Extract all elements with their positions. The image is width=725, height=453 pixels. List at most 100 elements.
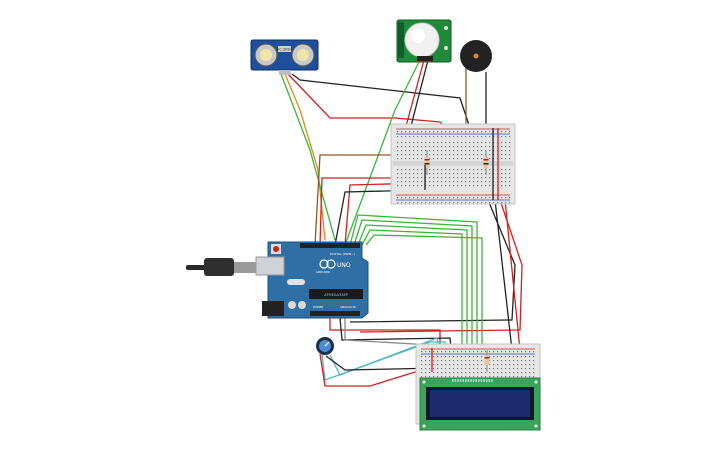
- breadboard-hole: [505, 169, 507, 171]
- breadboard-hole: [485, 372, 487, 374]
- wire-lcd-d5[interactable]: [353, 219, 473, 380]
- breadboard-hole: [453, 368, 455, 370]
- breadboard-hole: [481, 142, 483, 144]
- ultrasonic-sensor[interactable]: HC-SR04: [250, 39, 319, 75]
- pir-sensor[interactable]: [396, 19, 452, 63]
- wire-ultrasonic-green[interactable]: [280, 73, 336, 241]
- wire-rail-black[interactable]: [349, 199, 516, 323]
- breadboard-hole: [533, 368, 535, 370]
- breadboard-hole: [529, 368, 531, 370]
- breadboard-hole: [489, 177, 491, 179]
- breadboard-hole: [525, 360, 527, 362]
- breadboard-hole: [521, 351, 523, 353]
- breadboard-hole: [481, 173, 483, 175]
- breadboard-hole: [429, 154, 431, 156]
- breadboard-hole: [437, 169, 439, 171]
- lcd-16x2-display[interactable]: [419, 377, 541, 431]
- breadboard-hole: [429, 356, 431, 358]
- breadboard-hole: [437, 131, 439, 133]
- wire-pir-green[interactable]: [344, 59, 421, 246]
- breadboard-hole: [481, 360, 483, 362]
- breadboard-hole: [425, 131, 427, 133]
- breadboard-top[interactable]: [390, 123, 516, 205]
- breadboard-hole: [529, 372, 531, 374]
- breadboard-hole: [405, 185, 407, 187]
- breadboard-hole: [505, 197, 507, 199]
- breadboard-hole: [441, 356, 443, 358]
- wire-ultrasonic-red[interactable]: [287, 73, 449, 131]
- arduino-uno-board[interactable]: ATMEGA328P UNO ARDUINO DIGITAL (PWM~) PO…: [186, 241, 369, 319]
- breadboard-hole: [473, 202, 475, 204]
- breadboard-hole: [445, 173, 447, 175]
- breadboard-hole: [461, 136, 463, 138]
- wire-lcd-rs[interactable]: [365, 234, 483, 380]
- breadboard-hole: [481, 368, 483, 370]
- breadboard-hole: [505, 158, 507, 160]
- breadboard-hole: [425, 372, 427, 374]
- wire-arduino-gray[interactable]: [344, 318, 433, 346]
- breadboard-hole: [433, 202, 435, 204]
- breadboard-hole: [505, 177, 507, 179]
- breadboard-hole: [489, 202, 491, 204]
- breadboard-hole: [477, 173, 479, 175]
- breadboard-hole: [457, 197, 459, 199]
- breadboard-hole: [477, 177, 479, 179]
- breadboard-hole: [505, 173, 507, 175]
- breadboard-hole: [505, 364, 507, 366]
- breadboard-hole: [437, 185, 439, 187]
- breadboard-hole: [433, 158, 435, 160]
- breadboard-hole: [441, 360, 443, 362]
- breadboard-hole: [413, 181, 415, 183]
- breadboard-hole: [429, 372, 431, 374]
- potentiometer[interactable]: [316, 337, 334, 355]
- breadboard-hole: [453, 181, 455, 183]
- breadboard-hole: [469, 181, 471, 183]
- wire-lcd-d4[interactable]: [349, 214, 478, 380]
- piezo-buzzer[interactable]: [460, 40, 492, 72]
- breadboard-hole: [477, 351, 479, 353]
- breadboard-hole: [437, 360, 439, 362]
- breadboard-hole: [461, 131, 463, 133]
- breadboard-hole: [409, 146, 411, 148]
- breadboard-hole: [501, 136, 503, 138]
- breadboard-hole: [425, 356, 427, 358]
- breadboard-hole: [469, 177, 471, 179]
- breadboard-hole: [405, 177, 407, 179]
- breadboard-hole: [453, 158, 455, 160]
- breadboard-hole: [509, 368, 511, 370]
- breadboard-hole: [441, 173, 443, 175]
- usb-cable: [186, 258, 256, 276]
- wire-lcd-d7[interactable]: [361, 229, 463, 380]
- wire-pot-black[interactable]: [325, 355, 441, 371]
- breadboard-hole: [445, 356, 447, 358]
- breadboard-hole: [445, 372, 447, 374]
- lcd-pin: [485, 379, 488, 382]
- wire-rail-black-2[interactable]: [494, 199, 513, 353]
- breadboard-hole: [421, 376, 423, 378]
- breadboard-hole: [521, 368, 523, 370]
- wire-lcd-d6[interactable]: [357, 224, 468, 380]
- breadboard-hole: [437, 177, 439, 179]
- breadboard-hole: [505, 142, 507, 144]
- breadboard-hole: [473, 142, 475, 144]
- breadboard-hole: [501, 158, 503, 160]
- breadboard-hole: [481, 146, 483, 148]
- breadboard-hole: [417, 146, 419, 148]
- breadboard-hole: [501, 197, 503, 199]
- breadboard-hole: [449, 185, 451, 187]
- breadboard-hole: [457, 150, 459, 152]
- breadboard-hole: [405, 181, 407, 183]
- breadboard-hole: [453, 364, 455, 366]
- breadboard-hole: [401, 136, 403, 138]
- breadboard-hole: [405, 169, 407, 171]
- wire-pir-black[interactable]: [409, 59, 429, 131]
- breadboard-hole: [437, 372, 439, 374]
- breadboard-hole: [397, 181, 399, 183]
- wire-ultrasonic-black[interactable]: [291, 73, 471, 129]
- breadboard-hole: [505, 185, 507, 187]
- breadboard-hole: [449, 376, 451, 378]
- wire-pir-red[interactable]: [404, 59, 425, 131]
- breadboard-hole: [433, 177, 435, 179]
- breadboard-hole: [437, 181, 439, 183]
- breadboard-hole: [417, 177, 419, 179]
